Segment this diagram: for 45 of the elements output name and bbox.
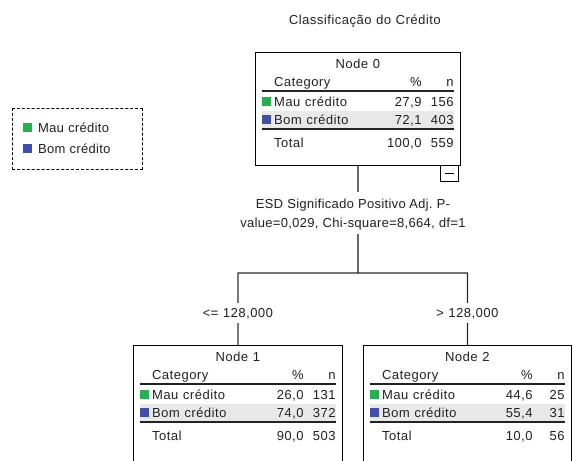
column-header: n: [557, 366, 565, 382]
count-value: 131: [312, 386, 336, 402]
column-header: n: [328, 366, 336, 382]
count-value: 156: [430, 94, 454, 109]
percent-value: 74,0: [276, 404, 304, 420]
category-text: Bom crédito: [274, 112, 349, 127]
category-text: Mau crédito: [274, 94, 348, 109]
node-title: Node 1: [216, 349, 260, 364]
percent-value: 100,0: [386, 134, 422, 150]
column-header: Category: [274, 74, 331, 89]
column-header: Category: [382, 366, 439, 382]
node-box: [255, 52, 461, 166]
category-text: Bom crédito: [382, 404, 457, 420]
node-box: [133, 345, 343, 461]
column-header: n: [446, 74, 454, 89]
category-text: Total: [382, 428, 412, 443]
percent-value: 72,1: [394, 112, 422, 127]
chart-title: Classificação do Crédito: [288, 12, 442, 27]
count-value: 503: [312, 428, 336, 443]
category-text: Mau crédito: [152, 386, 226, 402]
node-title: Node 0: [336, 56, 380, 71]
count-value: 25: [550, 386, 565, 402]
node-title: Node 2: [445, 349, 490, 364]
count-value: 56: [550, 428, 565, 443]
column-header: %: [410, 74, 422, 89]
category-text: Mau crédito: [382, 386, 456, 402]
legend-text: Bom crédito: [38, 140, 111, 158]
category-text: Total: [274, 134, 304, 150]
category-text: Total: [152, 428, 182, 443]
column-header: %: [520, 366, 533, 382]
percent-value: 27,9: [394, 94, 422, 109]
category-text: Bom crédito: [152, 404, 227, 420]
percent-value: 26,0: [276, 386, 304, 402]
count-value: 559: [430, 134, 454, 150]
legend-text: Mau crédito: [38, 118, 110, 137]
count-value: 31: [550, 404, 565, 420]
count-value: 372: [312, 404, 336, 420]
column-header: Category: [152, 366, 209, 382]
percent-value: 10,0: [506, 428, 533, 443]
percent-value: 44,6: [506, 386, 533, 402]
column-header: %: [292, 366, 304, 382]
percent-value: 90,0: [276, 428, 304, 443]
percent-value: 55,4: [506, 404, 533, 420]
count-value: 403: [430, 112, 454, 127]
node-box: [363, 345, 572, 461]
